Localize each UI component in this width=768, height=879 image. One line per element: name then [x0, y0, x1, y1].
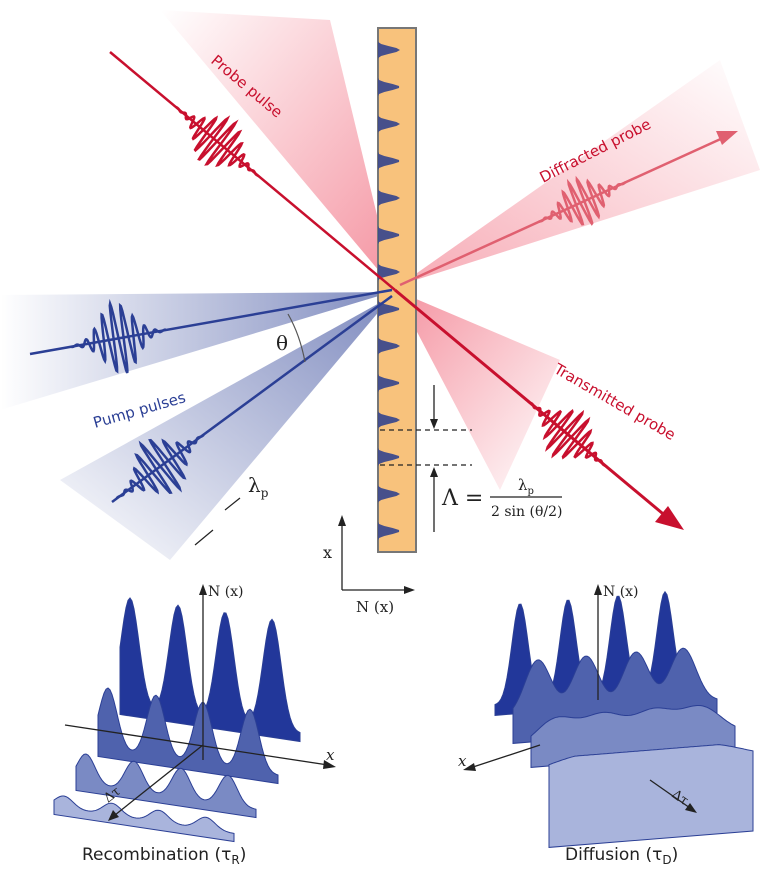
recombination-plot — [53, 597, 301, 843]
theta-label: θ — [276, 331, 288, 355]
left-axis-x — [64, 724, 329, 766]
pump-wave-packet-lower — [115, 433, 205, 500]
lambda-marker-1 — [224, 497, 241, 511]
pump-cone-lower — [60, 296, 392, 560]
probe-wave-packet — [175, 105, 260, 178]
diffracted-cone — [400, 60, 760, 285]
left-axis-x-label: x — [326, 746, 335, 764]
diffusion-row-4 — [548, 744, 754, 848]
diffracted-arrowhead — [716, 131, 738, 145]
right-axis-x — [469, 744, 541, 769]
transmitted-arrowhead — [655, 506, 684, 530]
center-axis-N-arrow — [404, 586, 415, 594]
pump-wave-packet-upper — [71, 298, 166, 374]
right-axis-dt — [649, 779, 691, 809]
recombination-row-4 — [53, 795, 235, 843]
right-axis-N-arrow — [594, 584, 602, 595]
left-axis-x-arrow — [323, 760, 336, 769]
spacing-arrowhead-bottom — [430, 467, 438, 477]
pump-beam-lower — [111, 294, 393, 504]
left-axis-N-label: N (x) — [208, 584, 244, 600]
center-axis-x-arrow — [338, 515, 346, 526]
probe-transmitted-cone — [395, 290, 560, 490]
probe-incident-cone — [160, 10, 395, 290]
recombination-row-3 — [75, 753, 257, 819]
center-axis-N-label: N (x) — [356, 598, 394, 616]
right-axis-x-arrow — [463, 763, 476, 771]
theta-arc — [287, 313, 306, 363]
grating-numerator: λp — [518, 476, 534, 497]
spacing-arrowhead-top — [430, 419, 438, 429]
right-axis-N-label: N (x) — [603, 584, 639, 600]
lambda-p-label: λp — [248, 473, 269, 500]
left-axis-dt — [114, 744, 204, 816]
left-axis-dt-arrow — [108, 810, 119, 821]
recombination-row-2 — [97, 687, 279, 785]
lambda-marker-2 — [194, 529, 214, 546]
center-axis-x-label: x — [323, 543, 332, 562]
diffusion-plot — [494, 590, 754, 848]
diffracted-wave-packet — [538, 175, 627, 226]
diffusion-caption: Diffusion (τD) — [565, 845, 678, 867]
transmitted-wave-packet — [527, 400, 608, 468]
right-axis-dt-arrow — [685, 803, 697, 813]
grating-period-lhs: Λ = — [441, 486, 483, 511]
grating-density-profile — [378, 30, 400, 550]
recombination-caption: Recombination (τR) — [82, 845, 246, 867]
left-axis-N-arrow — [199, 584, 207, 595]
pump-cone-upper — [0, 292, 392, 410]
right-axis-x-label: x — [458, 752, 467, 770]
diffracted-beam — [399, 135, 726, 287]
grating-denominator: 2 sin (θ/2) — [491, 504, 562, 520]
